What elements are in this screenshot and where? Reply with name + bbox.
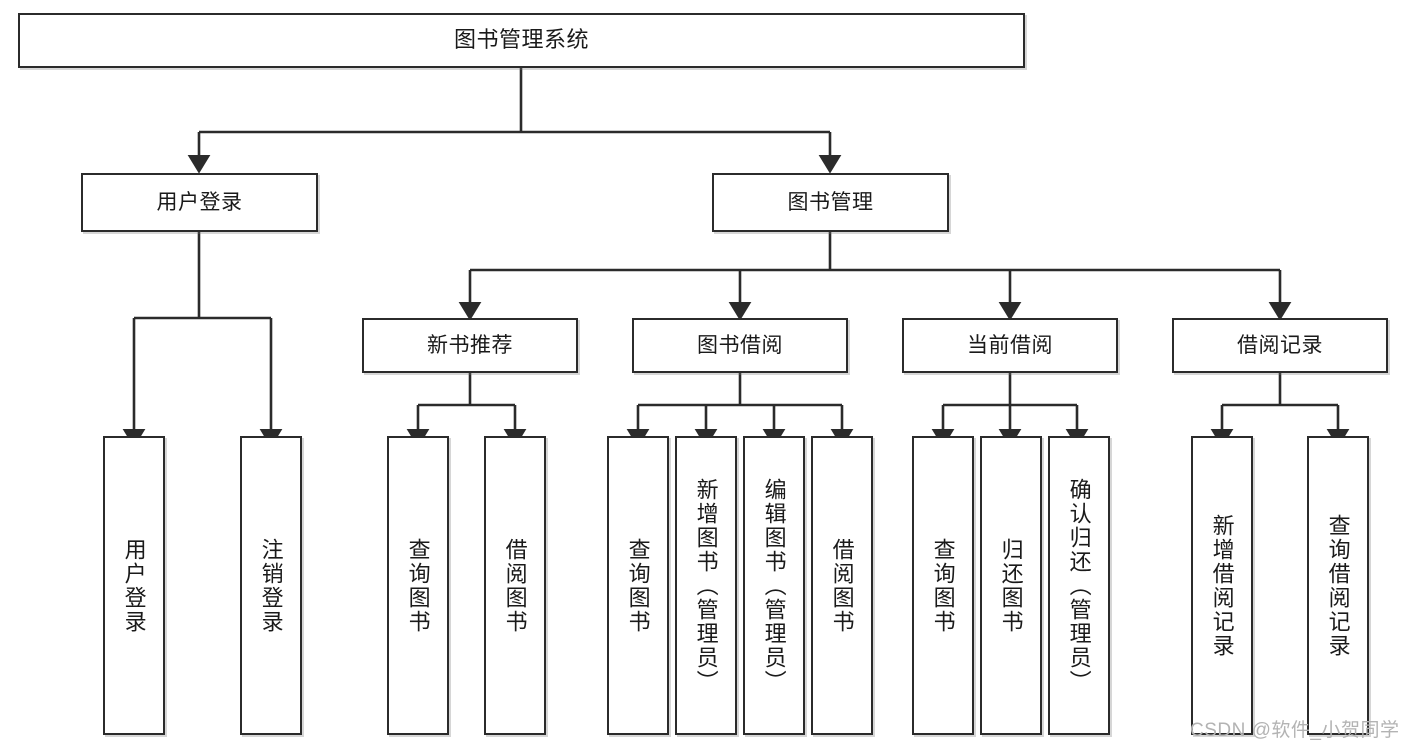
- node-label: 用户登录: [121, 537, 147, 634]
- node-label: 图书管理系统: [453, 27, 589, 53]
- node-label: 查询图书: [930, 537, 956, 634]
- node-label: 新增图书（管理员）: [693, 477, 719, 694]
- node-label: 图书管理: [787, 190, 874, 214]
- leaf-add-borrow-record[interactable]: 新增借阅记录: [1191, 436, 1253, 735]
- node-label: 注销登录: [258, 537, 284, 634]
- node-label: 当前借阅: [967, 333, 1053, 357]
- leaf-return-book[interactable]: 归还图书: [980, 436, 1042, 735]
- node-label: 借阅图书: [829, 537, 855, 634]
- leaf-confirm-return-admin[interactable]: 确认归还（管理员）: [1048, 436, 1110, 735]
- node-borrow-record[interactable]: 借阅记录: [1172, 318, 1388, 373]
- node-current-borrow[interactable]: 当前借阅: [902, 318, 1118, 373]
- leaf-query-book-borrow[interactable]: 查询图书: [607, 436, 669, 735]
- csdn-watermark: CSDN @软件_小贺同学: [1190, 720, 1400, 741]
- node-user-login[interactable]: 用户登录: [81, 173, 318, 232]
- node-book-management[interactable]: 图书管理: [712, 173, 949, 232]
- leaf-query-book-current[interactable]: 查询图书: [912, 436, 974, 735]
- node-label: 新书推荐: [427, 333, 513, 357]
- node-label: 归还图书: [998, 537, 1024, 634]
- leaf-add-book-admin[interactable]: 新增图书（管理员）: [675, 436, 737, 735]
- leaf-query-borrow-record[interactable]: 查询借阅记录: [1307, 436, 1369, 735]
- leaf-user-login[interactable]: 用户登录: [103, 436, 165, 735]
- node-book-borrow[interactable]: 图书借阅: [632, 318, 848, 373]
- node-label: 新增借阅记录: [1209, 513, 1235, 658]
- node-label: 图书借阅: [697, 333, 783, 357]
- leaf-borrow-book[interactable]: 借阅图书: [811, 436, 873, 735]
- node-new-book-recommend[interactable]: 新书推荐: [362, 318, 578, 373]
- node-label: 借阅图书: [502, 537, 528, 634]
- leaf-edit-book-admin[interactable]: 编辑图书（管理员）: [743, 436, 805, 735]
- node-root-system[interactable]: 图书管理系统: [18, 13, 1025, 68]
- leaf-query-book-recommend[interactable]: 查询图书: [387, 436, 449, 735]
- leaf-borrow-book-recommend[interactable]: 借阅图书: [484, 436, 546, 735]
- node-label: 确认归还（管理员）: [1066, 477, 1092, 694]
- node-label: 编辑图书（管理员）: [761, 477, 787, 694]
- node-label: 查询图书: [405, 537, 431, 634]
- node-label: 查询图书: [625, 537, 651, 634]
- node-label: 查询借阅记录: [1325, 513, 1351, 658]
- leaf-user-logout[interactable]: 注销登录: [240, 436, 302, 735]
- node-label: 借阅记录: [1237, 333, 1323, 357]
- node-label: 用户登录: [156, 190, 243, 214]
